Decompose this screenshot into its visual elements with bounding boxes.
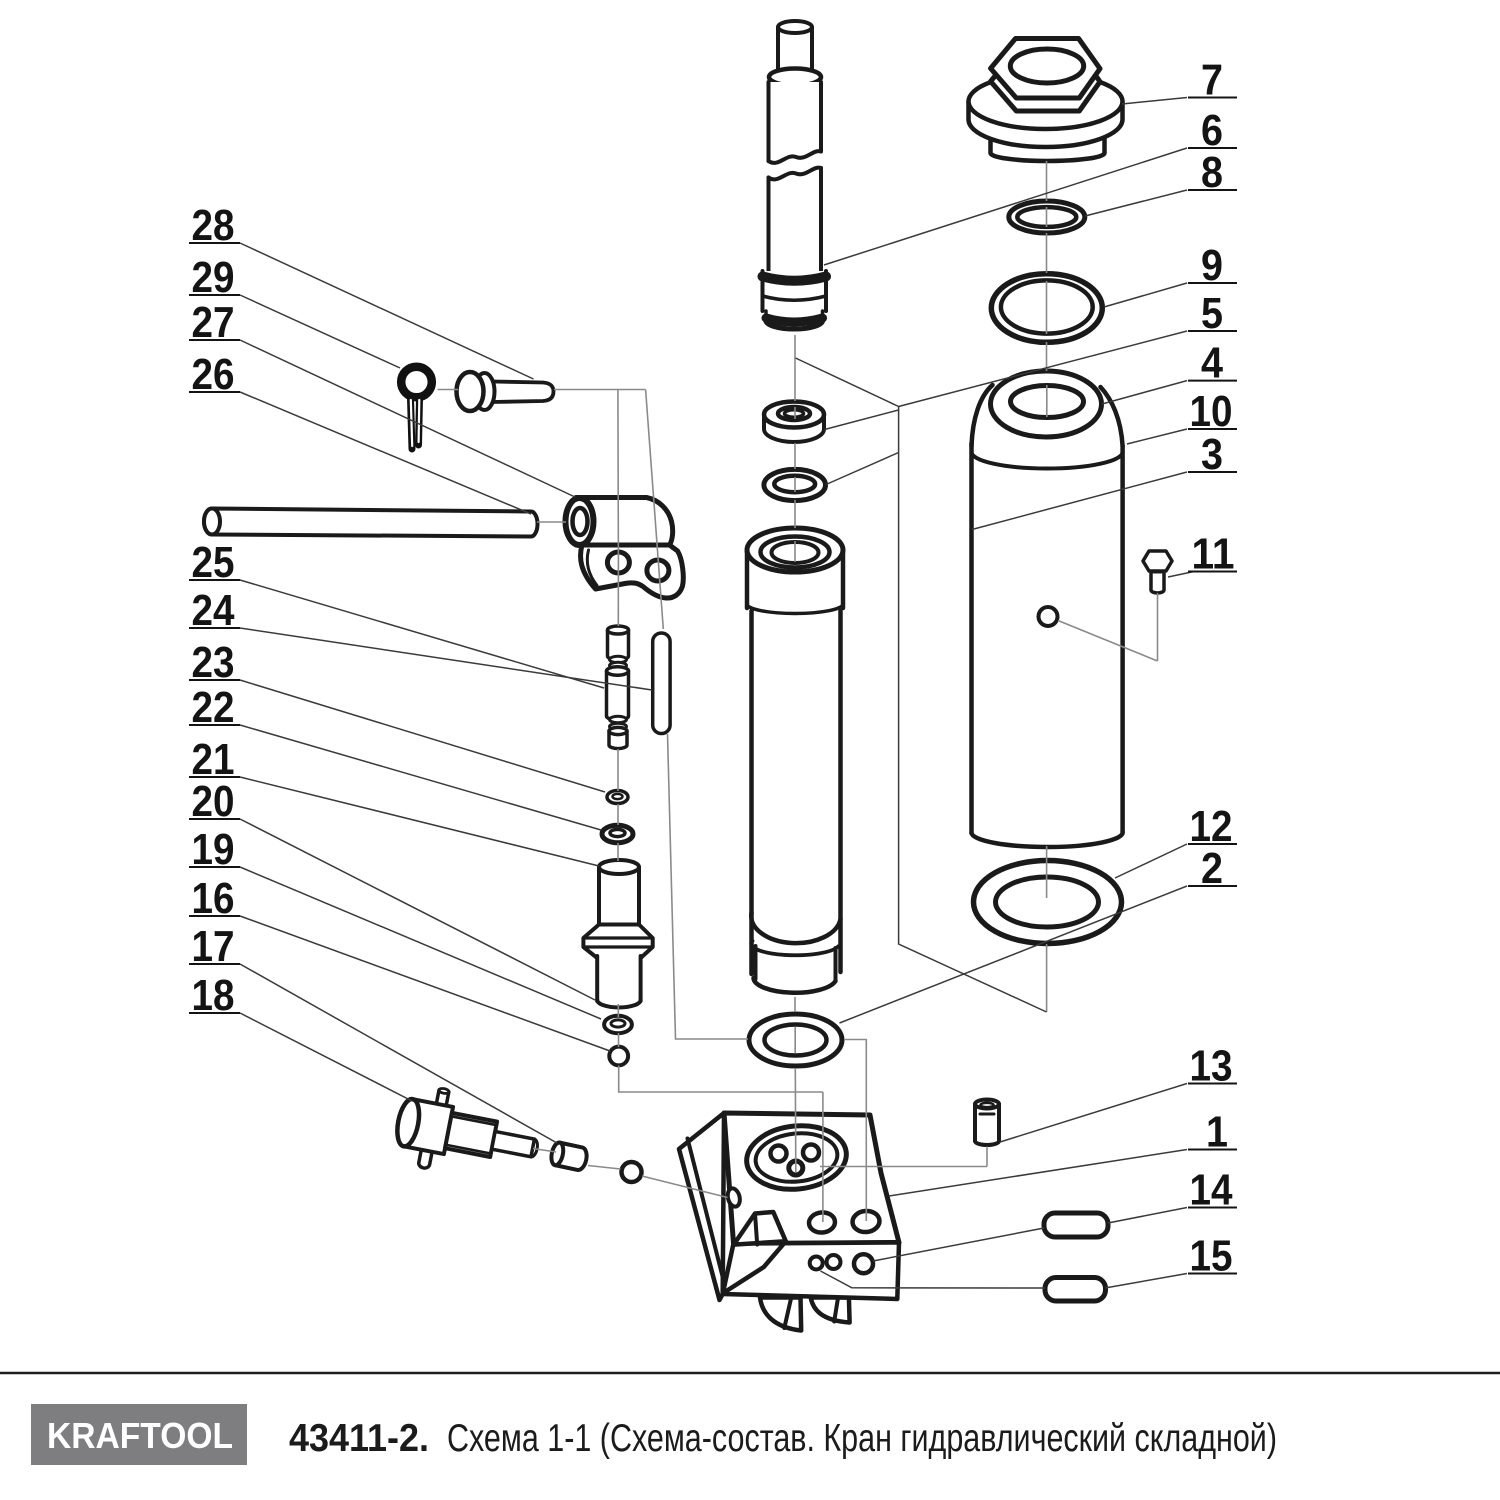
svg-text:28: 28 — [192, 201, 235, 250]
svg-text:17: 17 — [192, 922, 235, 971]
svg-text:13: 13 — [1190, 1042, 1233, 1091]
svg-text:20: 20 — [192, 777, 235, 826]
svg-text:29: 29 — [192, 253, 235, 302]
svg-text:23: 23 — [192, 638, 235, 687]
svg-text:22: 22 — [192, 683, 235, 732]
svg-text:6: 6 — [1201, 106, 1223, 155]
svg-text:8: 8 — [1201, 148, 1223, 197]
svg-text:9: 9 — [1201, 241, 1223, 290]
svg-text:3: 3 — [1201, 430, 1223, 479]
svg-text:7: 7 — [1201, 56, 1223, 105]
svg-text:16: 16 — [192, 874, 235, 923]
svg-text:24: 24 — [192, 586, 235, 635]
svg-text:14: 14 — [1190, 1166, 1233, 1215]
svg-text:4: 4 — [1201, 339, 1223, 388]
svg-text:2: 2 — [1201, 844, 1223, 893]
svg-text:25: 25 — [192, 538, 235, 587]
svg-text:27: 27 — [192, 298, 235, 347]
svg-text:26: 26 — [192, 350, 235, 399]
svg-text:19: 19 — [192, 825, 235, 874]
svg-text:15: 15 — [1190, 1232, 1233, 1281]
svg-text:Схема 1-1 (Схема-состав. Кран: Схема 1-1 (Схема-состав. Кран гидравличе… — [447, 1417, 1277, 1460]
svg-text:KRAFTOOL: KRAFTOOL — [47, 1415, 233, 1456]
svg-text:11: 11 — [1192, 530, 1235, 579]
svg-text:21: 21 — [192, 735, 235, 784]
svg-text:18: 18 — [192, 971, 235, 1020]
svg-text:10: 10 — [1190, 387, 1233, 436]
svg-text:12: 12 — [1190, 802, 1233, 851]
svg-text:43411-2.: 43411-2. — [289, 1417, 429, 1460]
svg-text:1: 1 — [1206, 1108, 1228, 1157]
svg-text:5: 5 — [1201, 289, 1223, 338]
